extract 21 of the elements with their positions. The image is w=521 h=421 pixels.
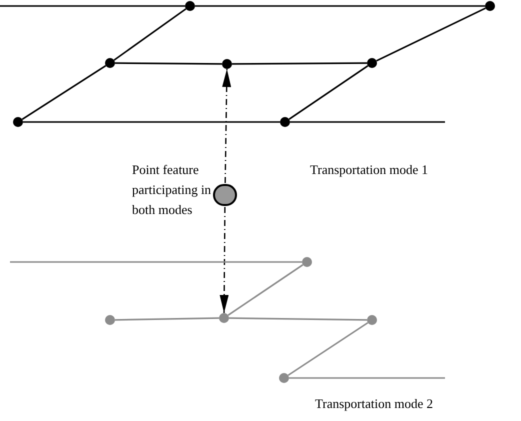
route-line xyxy=(228,264,304,316)
route-line xyxy=(195,5,485,7)
route-line xyxy=(10,261,302,263)
dash-dot-arrow xyxy=(220,207,229,313)
route-line xyxy=(289,377,445,379)
route-line xyxy=(0,5,185,7)
feature-caption: Point feature participating in both modes xyxy=(132,161,212,219)
mode-label: Transportation mode 1 xyxy=(310,162,428,178)
route-line xyxy=(23,121,280,123)
route-line xyxy=(288,322,368,376)
route-line xyxy=(22,65,106,120)
route-line xyxy=(290,121,445,123)
route-line xyxy=(228,317,368,321)
mode-label: Transportation mode 2 xyxy=(315,396,433,412)
route-line xyxy=(288,65,368,120)
route-line xyxy=(114,8,186,61)
route-line xyxy=(376,7,486,62)
dash-dot-arrow xyxy=(222,68,232,183)
route-line xyxy=(232,62,367,65)
route-line xyxy=(115,62,222,65)
route-line xyxy=(114,317,220,321)
